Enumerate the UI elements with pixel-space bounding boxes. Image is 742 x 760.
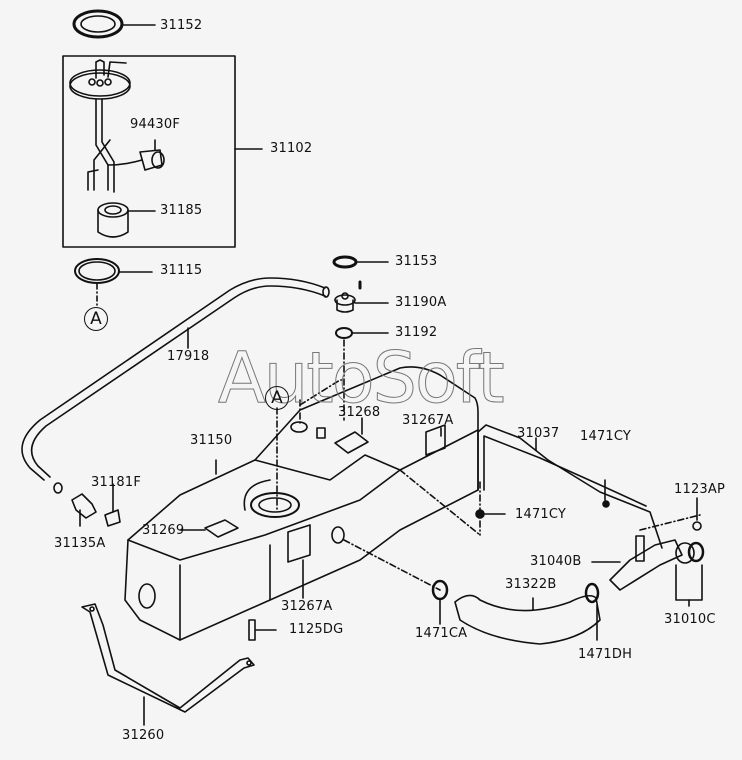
part-label-94430F[interactable]: 94430F bbox=[130, 117, 181, 132]
part-label-1471CY-mid[interactable]: 1471CY bbox=[515, 507, 567, 522]
vent-valve-parts[interactable] bbox=[53, 482, 121, 527]
reference-marker-a-tank: A bbox=[265, 386, 289, 410]
part-label-31267A-bottom[interactable]: 31267A bbox=[281, 599, 333, 614]
fuel-filter-31185[interactable] bbox=[97, 202, 156, 238]
reference-marker-a: A bbox=[84, 307, 108, 331]
filler-neck-31040B[interactable] bbox=[591, 497, 705, 607]
part-label-31269[interactable]: 31269 bbox=[142, 523, 185, 538]
part-label-1471DH[interactable]: 1471DH bbox=[578, 647, 633, 662]
reference-marker-line bbox=[276, 379, 345, 511]
part-label-31135A[interactable]: 31135A bbox=[54, 536, 106, 551]
part-label-31260[interactable]: 31260 bbox=[122, 728, 165, 743]
gasket-31115[interactable] bbox=[74, 258, 153, 309]
part-label-17918[interactable]: 17918 bbox=[167, 349, 210, 364]
part-label-31267A-top[interactable]: 31267A bbox=[402, 413, 454, 428]
assembly-lines bbox=[343, 469, 701, 591]
fuel-tank-31150[interactable] bbox=[124, 366, 479, 641]
filler-hose-31322B[interactable] bbox=[431, 579, 601, 645]
part-label-31040B[interactable]: 31040B bbox=[530, 554, 582, 569]
part-label-1123AP[interactable]: 1123AP bbox=[674, 482, 726, 497]
part-label-31152[interactable]: 31152 bbox=[160, 18, 203, 33]
rollover-valve-parts[interactable] bbox=[332, 255, 389, 421]
part-label-31037[interactable]: 31037 bbox=[517, 426, 560, 441]
part-label-1125DG[interactable]: 1125DG bbox=[289, 622, 344, 637]
part-label-31153[interactable]: 31153 bbox=[395, 254, 438, 269]
part-label-31190A[interactable]: 31190A bbox=[395, 295, 447, 310]
fuel-pump-assembly-box-31102[interactable] bbox=[62, 55, 263, 248]
vent-hose-17918[interactable] bbox=[21, 277, 330, 481]
lock-ring-31152[interactable] bbox=[72, 9, 156, 39]
bolt-1125DG[interactable] bbox=[248, 619, 277, 641]
part-label-31322B[interactable]: 31322B bbox=[505, 577, 557, 592]
fuel-sender-unit[interactable] bbox=[69, 59, 165, 193]
tank-strap-31260[interactable] bbox=[81, 603, 255, 726]
vapor-pipe-31037[interactable] bbox=[475, 424, 663, 549]
part-label-31181F[interactable]: 31181F bbox=[91, 475, 142, 490]
part-label-31102[interactable]: 31102 bbox=[270, 141, 313, 156]
part-label-1471CY-top[interactable]: 1471CY bbox=[580, 429, 632, 444]
part-label-31185[interactable]: 31185 bbox=[160, 203, 203, 218]
part-label-31115[interactable]: 31115 bbox=[160, 263, 203, 278]
part-label-31010C[interactable]: 31010C bbox=[664, 612, 716, 627]
part-label-31150[interactable]: 31150 bbox=[190, 433, 233, 448]
part-label-1471CA[interactable]: 1471CA bbox=[415, 626, 468, 641]
part-label-31268[interactable]: 31268 bbox=[338, 405, 381, 420]
part-label-31192[interactable]: 31192 bbox=[395, 325, 438, 340]
